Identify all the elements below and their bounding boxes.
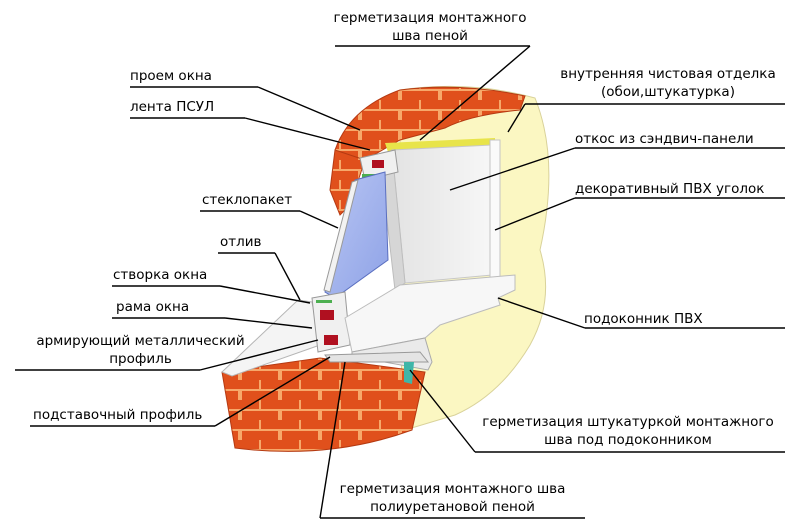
brick-wall-bottom: [221, 357, 426, 452]
label-plaster-2: шва под подоконником: [544, 432, 712, 448]
label-sill: подоконник ПВХ: [584, 311, 703, 327]
label-reinforce-1: армирующий металлический: [36, 333, 245, 349]
sash-gasket: [316, 300, 332, 303]
label-psul: лента ПСУЛ: [130, 99, 215, 115]
support-profile: [324, 351, 430, 363]
brick-wall-top: [334, 86, 526, 202]
pvc-corner: [489, 139, 501, 285]
frame-reinforce: [320, 310, 334, 320]
label-foam-top-2: шва пеной: [392, 28, 468, 44]
label-support: подставочный профиль: [33, 407, 203, 423]
label-pu-foam-1: герметизация монтажного шва: [339, 481, 566, 497]
frame-bottom: [311, 291, 351, 353]
label-finish-1: внутренняя чистовая отделка: [560, 66, 776, 82]
plaster-seal: [404, 362, 414, 384]
label-drip: отлив: [220, 234, 262, 250]
label-foam-top-1: герметизация монтажного: [333, 10, 527, 26]
label-corner: декоративный ПВХ уголок: [575, 181, 765, 197]
sandwich-slope: [391, 144, 493, 284]
sash-reinforce: [324, 335, 338, 345]
label-plaster-1: герметизация штукатуркой монтажного: [482, 414, 774, 430]
label-slope: откос из сэндвич-панели: [575, 131, 754, 147]
frame-top-reinforce: [372, 160, 384, 168]
label-pu-foam-2: полиуретановой пеной: [370, 499, 535, 515]
label-reinforce-2: профиль: [109, 351, 172, 367]
label-opening: проем окна: [130, 68, 212, 84]
leader-lines: [15, 45, 785, 519]
label-finish-2: (обои,штукатурка): [601, 84, 735, 100]
label-frame: рама окна: [116, 299, 190, 315]
label-sash: створка окна: [113, 267, 208, 283]
label-glass: стеклопакет: [202, 192, 293, 208]
glass-frame-edge: [323, 179, 359, 293]
